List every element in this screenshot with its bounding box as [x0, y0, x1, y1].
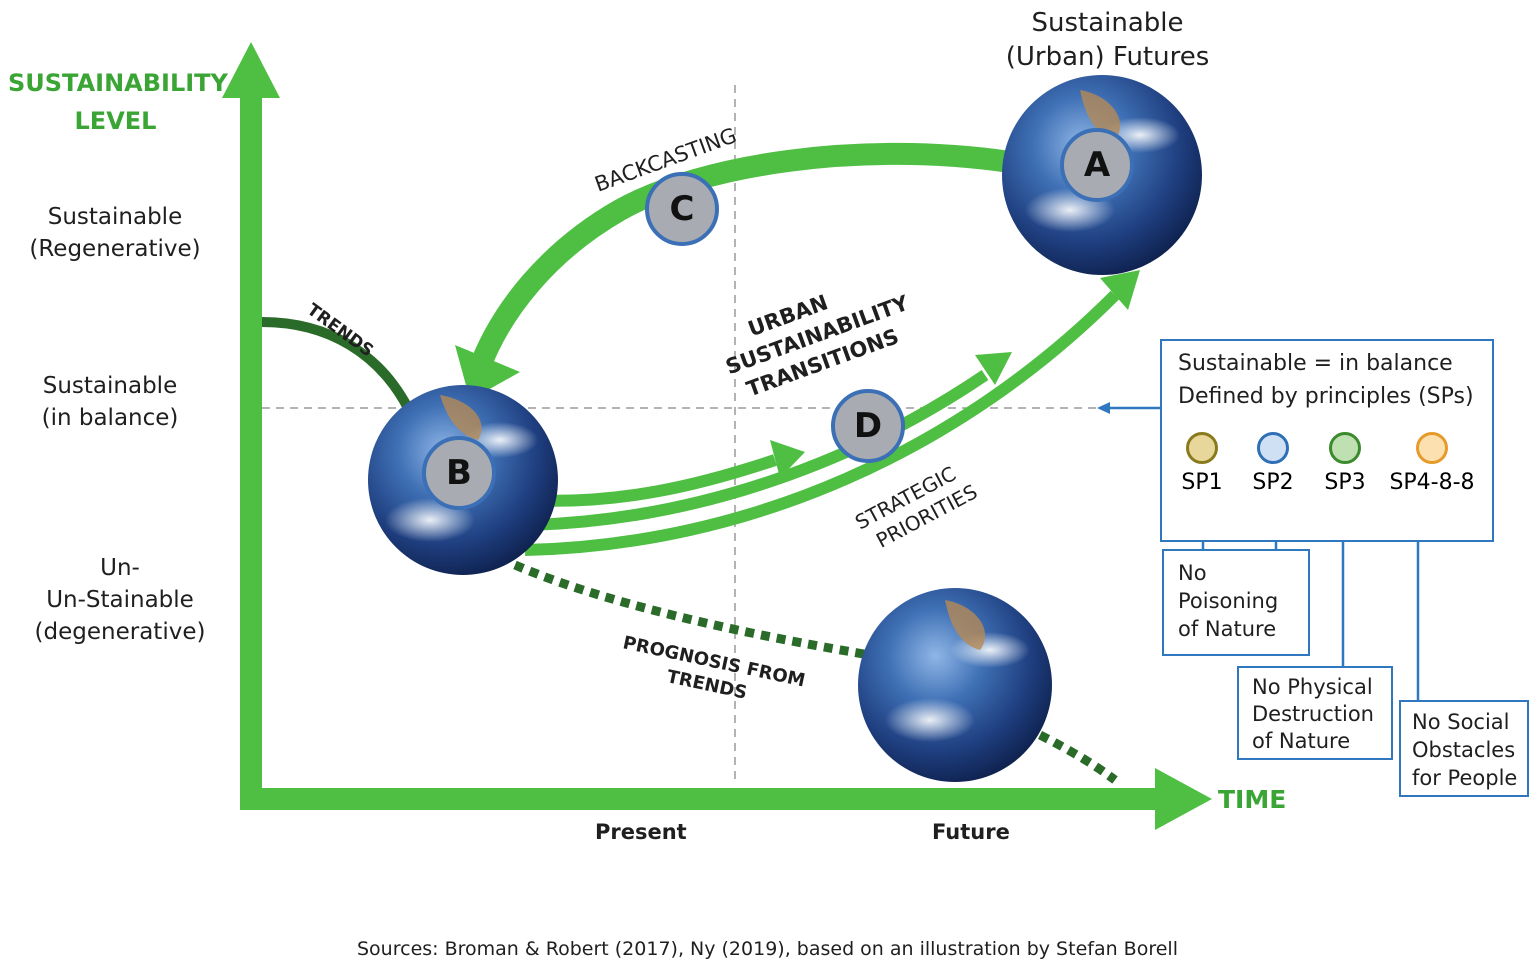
y-axis-arrowhead: [222, 42, 280, 98]
x-axis-title: TIME: [1218, 785, 1287, 814]
sp1-icon: [1186, 432, 1218, 464]
trends-curve: [261, 317, 413, 411]
source-caption: Sources: Broman & Robert (2017), Ny (201…: [357, 938, 1178, 960]
x-axis-line: [240, 788, 1160, 810]
futures-title: Sustainable (Urban) Futures: [980, 6, 1235, 74]
box-pointer-arrowhead: [1097, 402, 1110, 414]
level-in-balance-line-2: (in balance): [41, 405, 179, 431]
level-regenerative: Sustainable (Regenerative): [10, 201, 220, 265]
note-2-line-2: Destruction: [1252, 702, 1374, 726]
priority-arrow-2: [529, 370, 989, 531]
note-3-line-3: for People: [1412, 766, 1518, 790]
node-d: D: [831, 389, 905, 463]
y-axis-title-line-2: LEVEL: [74, 107, 157, 135]
note-1-line-1: No: [1178, 561, 1207, 585]
sp4-icon: [1416, 432, 1448, 464]
level-regenerative-line-1: Sustainable: [47, 204, 183, 230]
note-2-line-3: of Nature: [1252, 729, 1351, 753]
priority-arrow-1: [524, 454, 777, 507]
node-c: C: [645, 172, 719, 246]
backcasting-arrow: [467, 142, 1012, 376]
sp3-label: SP3: [1324, 470, 1366, 495]
node-b: B: [422, 436, 496, 510]
sp3-icon: [1329, 432, 1361, 464]
prognosis-line-2: [1037, 730, 1118, 784]
priority-arrow-3: [524, 290, 1120, 556]
level-degenerative-line-1: Un-: [100, 555, 140, 581]
y-axis-title: SUSTAINABILITY LEVEL: [8, 64, 228, 140]
priority-arrow-2-head: [975, 352, 1012, 385]
level-in-balance-line-1: Sustainable: [42, 373, 178, 399]
futures-title-line-1: Sustainable: [1031, 8, 1184, 38]
note-3-line-1: No Social: [1412, 710, 1510, 734]
note-1-line-2: Poisoning: [1178, 589, 1279, 613]
prognosis-line-1: [513, 560, 871, 660]
node-a: A: [1060, 128, 1134, 202]
y-axis-title-line-1: SUSTAINABILITY: [8, 69, 228, 97]
note-2-line-1: No Physical: [1252, 675, 1373, 699]
sp2-icon: [1257, 432, 1289, 464]
level-degenerative: Un- Un-Stainable (degenerative): [15, 552, 225, 648]
priority-arrow-1-head: [770, 440, 805, 478]
sp3-item: SP3: [1315, 432, 1375, 495]
note-no-poisoning: No Poisoning of Nature: [1162, 549, 1310, 656]
transitions-label-group: URBAN SUSTAINABILITY TRANSITIONS: [723, 290, 913, 401]
earth-degenerative-globe: [858, 588, 1052, 782]
sp4-label: SP4-8-8: [1389, 470, 1475, 495]
note-3-line-2: Obstacles: [1412, 738, 1516, 762]
x-axis-arrowhead: [1155, 768, 1212, 830]
prognosis-label-group: PROGNOSIS FROM TRENDS: [621, 632, 807, 703]
note-no-social-obstacles: No Social Obstacles for People: [1399, 700, 1529, 797]
sp2-label: SP2: [1252, 470, 1294, 495]
priority-arrow-3-head: [1100, 270, 1140, 310]
tick-future: Future: [932, 820, 1010, 844]
principles-line-2: Defined by principles (SPs): [1178, 384, 1474, 409]
y-axis-line: [240, 95, 262, 810]
sp1-label: SP1: [1181, 470, 1223, 495]
futures-title-line-2: (Urban) Futures: [1005, 42, 1210, 72]
note-no-physical-destruction: No Physical Destruction of Nature: [1237, 666, 1393, 760]
level-degenerative-line-2: Un-Stainable: [46, 587, 194, 613]
sp4-item: SP4-8-8: [1382, 432, 1482, 495]
sp2-item: SP2: [1243, 432, 1303, 495]
sp1-item: SP1: [1172, 432, 1232, 495]
level-in-balance: Sustainable (in balance): [5, 370, 215, 434]
principles-line-1: Sustainable = in balance: [1178, 351, 1453, 376]
level-regenerative-line-2: (Regenerative): [29, 236, 201, 262]
level-degenerative-line-3: (degenerative): [34, 619, 206, 645]
note-1-line-3: of Nature: [1178, 617, 1277, 641]
tick-present: Present: [595, 820, 687, 844]
